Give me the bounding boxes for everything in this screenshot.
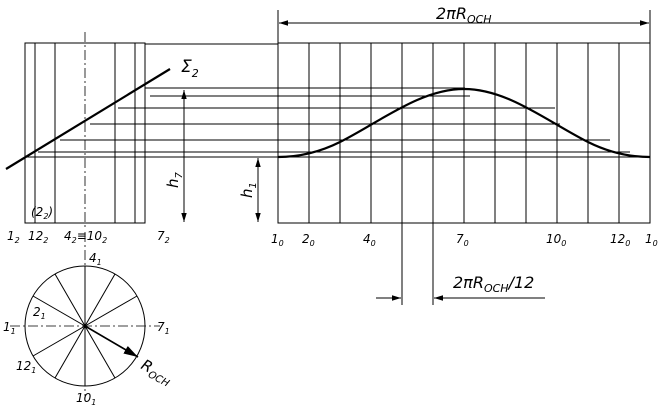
svg-text:2πROCH: 2πROCH (436, 4, 492, 26)
svg-text:120: 120 (610, 232, 630, 248)
top-view-labels: 41 21 11 71 121 101 (3, 251, 170, 407)
projection-lines (25, 43, 650, 158)
sigma2-label: Σ2 (181, 57, 199, 80)
step-dimension: 2πROCH/12 (376, 223, 545, 305)
h7-label: h (164, 178, 182, 188)
cylinder-top-view: ROCH (10, 232, 176, 396)
h7-dimension: h7 (164, 90, 187, 222)
section-plane-sigma2 (5, 68, 171, 170)
development-labels: 10 20 40 70 100 120 10 (271, 232, 658, 248)
svg-text:72: 72 (157, 229, 170, 245)
svg-text:40: 40 (363, 232, 376, 248)
svg-text:100: 100 (546, 232, 566, 248)
radius-arrow (84, 325, 139, 358)
svg-text:71: 71 (157, 320, 170, 336)
front-view-labels: 12 122 (22) 42≡102 72 (7, 205, 170, 245)
h1-label: h (238, 188, 256, 198)
development-view (277, 42, 651, 224)
svg-text:10: 10 (645, 232, 658, 248)
radius-label: ROCH (137, 356, 176, 390)
cylinder-outline (24, 42, 146, 224)
svg-text:h7: h7 (164, 171, 185, 188)
svg-text:12: 12 (7, 229, 20, 245)
svg-text:2πROCH/12: 2πROCH/12 (453, 273, 534, 295)
svg-text:20: 20 (302, 232, 315, 248)
svg-text:10: 10 (271, 232, 284, 248)
svg-text:(22): (22) (31, 205, 53, 221)
svg-text:101: 101 (76, 391, 96, 407)
cylinder-front-view (5, 32, 171, 230)
svg-text:41: 41 (89, 251, 102, 267)
svg-text:122: 122 (28, 229, 48, 245)
svg-text:121: 121 (16, 359, 36, 375)
h1-dimension: h1 (238, 156, 278, 222)
section-curve (277, 87, 651, 159)
svg-text:42≡102: 42≡102 (64, 229, 107, 245)
svg-text:21: 21 (33, 305, 46, 321)
svg-text:h1: h1 (238, 182, 259, 198)
svg-text:11: 11 (3, 320, 16, 336)
circumference-dimension: 2πROCH (277, 4, 651, 43)
svg-text:70: 70 (456, 232, 469, 248)
